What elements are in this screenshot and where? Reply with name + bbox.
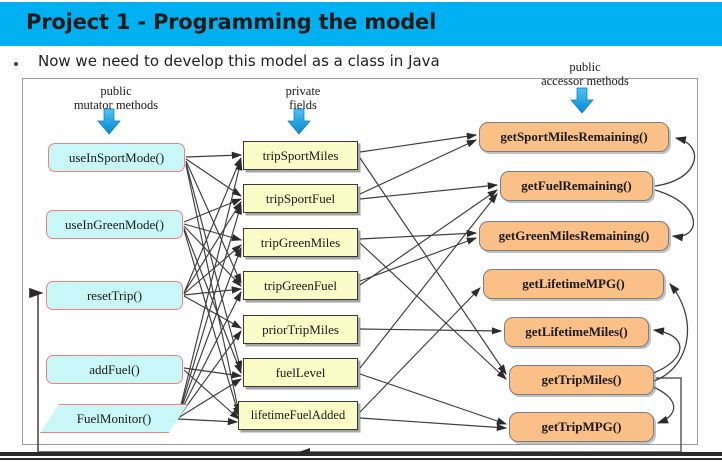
bullet-dot-icon xyxy=(14,62,18,66)
bottom-rule xyxy=(0,452,722,456)
node-tripGreenFuel[interactable]: tripGreenFuel xyxy=(243,271,358,300)
node-addFuel[interactable]: addFuel() xyxy=(46,355,183,384)
node-tripGreenMiles[interactable]: tripGreenMiles xyxy=(243,228,358,257)
bullet-text: Now we need to develop this model as a c… xyxy=(38,52,440,70)
node-getFuelRemaining[interactable]: getFuelRemaining() xyxy=(500,171,653,201)
title-bar xyxy=(0,2,722,46)
node-fuelLevel[interactable]: fuelLevel xyxy=(243,358,358,387)
node-resetTrip[interactable]: resetTrip() xyxy=(46,281,183,310)
node-useInGreenMode[interactable]: useInGreenMode() xyxy=(46,210,183,239)
node-lifetimeFuelAdded[interactable]: lifetimeFuelAdded xyxy=(238,401,358,430)
node-getSportMilesRemaining[interactable]: getSportMilesRemaining() xyxy=(479,122,669,152)
node-getTripMiles[interactable]: getTripMiles() xyxy=(509,365,654,395)
page-title: Project 1 - Programming the model xyxy=(26,10,437,34)
node-getGreenMilesRemaining[interactable]: getGreenMilesRemaining() xyxy=(479,221,669,251)
node-tripSportMiles[interactable]: tripSportMiles xyxy=(243,141,358,170)
caption-private-fields: private fields xyxy=(285,84,321,112)
node-getTripMPG[interactable]: getTripMPG() xyxy=(509,412,654,442)
node-tripSportFuel[interactable]: tripSportFuel xyxy=(243,184,358,213)
caption-public-mutator-methods: public mutator methods xyxy=(73,84,159,112)
bottom-rule-secondary xyxy=(0,458,722,460)
node-priorTripMiles[interactable]: priorTripMiles xyxy=(243,315,358,344)
caption-public-accessor-methods: public accessor methods xyxy=(541,60,629,88)
bullet-row: Now we need to develop this model as a c… xyxy=(14,52,494,76)
node-getLifetimeMiles[interactable]: getLifetimeMiles() xyxy=(504,317,649,347)
node-getLifetimeMPG[interactable]: getLifetimeMPG() xyxy=(483,269,664,299)
node-useInSportMode[interactable]: useInSportMode() xyxy=(48,143,185,172)
node-FuelMonitor[interactable]: FuelMonitor() xyxy=(40,404,188,433)
